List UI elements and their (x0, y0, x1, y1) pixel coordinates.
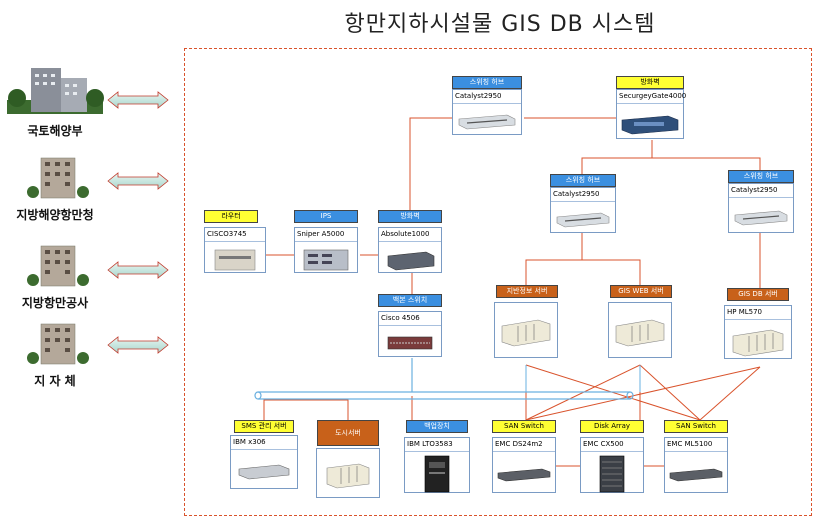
backup-device: 백업장치 IBM LTO3583 (404, 420, 470, 493)
org-regional-office: 지방해양항만청 (0, 152, 110, 223)
switch-hub-mid: 스위칭 허브 Catalyst2950 (550, 174, 616, 233)
device-tag: SAN Switch (492, 420, 556, 433)
firewall-top: 방화벽 SecurgeyGate4000 (616, 76, 686, 139)
device-model: Cisco 4506 (379, 312, 441, 326)
tape-library-icon (424, 455, 450, 493)
device-model: EMC CX500 (581, 438, 643, 452)
device-tag: SAN Switch (664, 420, 728, 433)
org-port-authority: 지방항만공사 (0, 240, 110, 311)
server-icon (615, 319, 665, 347)
switch-icon (734, 210, 788, 226)
org-name: 지방해양항만청 (16, 208, 94, 222)
device-model: Sniper A5000 (295, 228, 357, 242)
device-tag: 스위칭 허브 (452, 76, 522, 89)
org-name: 국토해양부 (27, 124, 83, 138)
device-model: Catalyst2950 (453, 90, 521, 104)
page-title: 항만지하시설물 GIS DB 시스템 (344, 12, 656, 37)
building-icon (27, 157, 89, 199)
device-tag: 백업장치 (406, 420, 468, 433)
sms-server: SMS 관리 서버 IBM x306 (230, 420, 298, 489)
device-model: EMC ML5100 (665, 438, 727, 452)
org-mof: 국토해양부 (0, 64, 110, 139)
device-model: EMC DS24m2 (493, 438, 555, 452)
router: 라우터 CISCO3745 (204, 210, 266, 273)
device-tag: GIS WEB 서버 (610, 285, 672, 298)
device-model: CISCO3745 (205, 228, 265, 242)
server-icon (501, 319, 551, 347)
san-switch-2: SAN Switch EMC ML5100 (664, 420, 728, 493)
san-switch-1: SAN Switch EMC DS24m2 (492, 420, 556, 493)
double-arrow-icon (107, 91, 169, 354)
device-tag: IPS (294, 210, 358, 223)
switch-hub-top: 스위칭 허브 Catalyst2950 (452, 76, 522, 135)
server-icon (326, 463, 370, 489)
device-model: IBM x306 (231, 436, 297, 450)
switch-icon (556, 212, 610, 228)
device-model: Absolute1000 (379, 228, 441, 242)
switch-icon (458, 114, 516, 130)
server-icon (732, 329, 784, 357)
device-tag: 스위칭 허브 (550, 174, 616, 187)
switch-hub-right: 스위칭 허브 Catalyst2950 (728, 170, 794, 233)
router-icon (214, 249, 256, 271)
building-icon (27, 245, 89, 287)
switch-icon (387, 336, 433, 350)
device-tag: 라우터 (204, 210, 258, 223)
backbone-switch: 백본 스위치 Cisco 4506 (378, 294, 442, 357)
org-name: 지 자 체 (34, 374, 76, 388)
device-tag: 도시서버 (317, 420, 379, 446)
device-model: SecurgeyGate4000 (617, 90, 686, 104)
system-boundary (184, 48, 812, 516)
disk-array-icon (599, 455, 625, 493)
device-tag: 방화벽 (616, 76, 684, 89)
device-model: Catalyst2950 (551, 188, 615, 202)
device-tag: 백본 스위치 (378, 294, 442, 307)
switch-icon (669, 468, 723, 482)
device-model: Catalyst2950 (729, 184, 793, 198)
device-tag: 스위칭 허브 (728, 170, 794, 183)
device-model: HP ML570 (725, 306, 791, 320)
admin-server: 도시서버 (316, 420, 380, 498)
gis-web-server: GIS WEB 서버 (608, 285, 672, 358)
server-icon (238, 464, 290, 480)
device-tag: SMS 관리 서버 (234, 420, 294, 433)
firewall-icon (387, 251, 435, 271)
lan-bus (254, 391, 634, 400)
ips-icon (303, 249, 349, 271)
firewall-mid: 방화벽 Absolute1000 (378, 210, 442, 273)
org-name: 지방항만공사 (21, 296, 89, 310)
device-tag: Disk Array (580, 420, 644, 433)
device-tag: GIS DB 서버 (727, 288, 789, 301)
firewall-icon (621, 115, 679, 135)
device-model: IBM LTO3583 (405, 438, 469, 452)
building-icon (7, 68, 104, 114)
building-icon (27, 323, 89, 365)
ips: IPS Sniper A5000 (294, 210, 358, 273)
map-server: 지반정보 서버 (494, 285, 558, 358)
device-tag: 지반정보 서버 (496, 285, 558, 298)
device-tag: 방화벽 (378, 210, 442, 223)
switch-icon (497, 468, 551, 482)
gis-db-server: GIS DB 서버 HP ML570 (724, 288, 792, 359)
org-local-government: 지 자 체 (0, 318, 110, 389)
disk-array: Disk Array EMC CX500 (580, 420, 644, 493)
